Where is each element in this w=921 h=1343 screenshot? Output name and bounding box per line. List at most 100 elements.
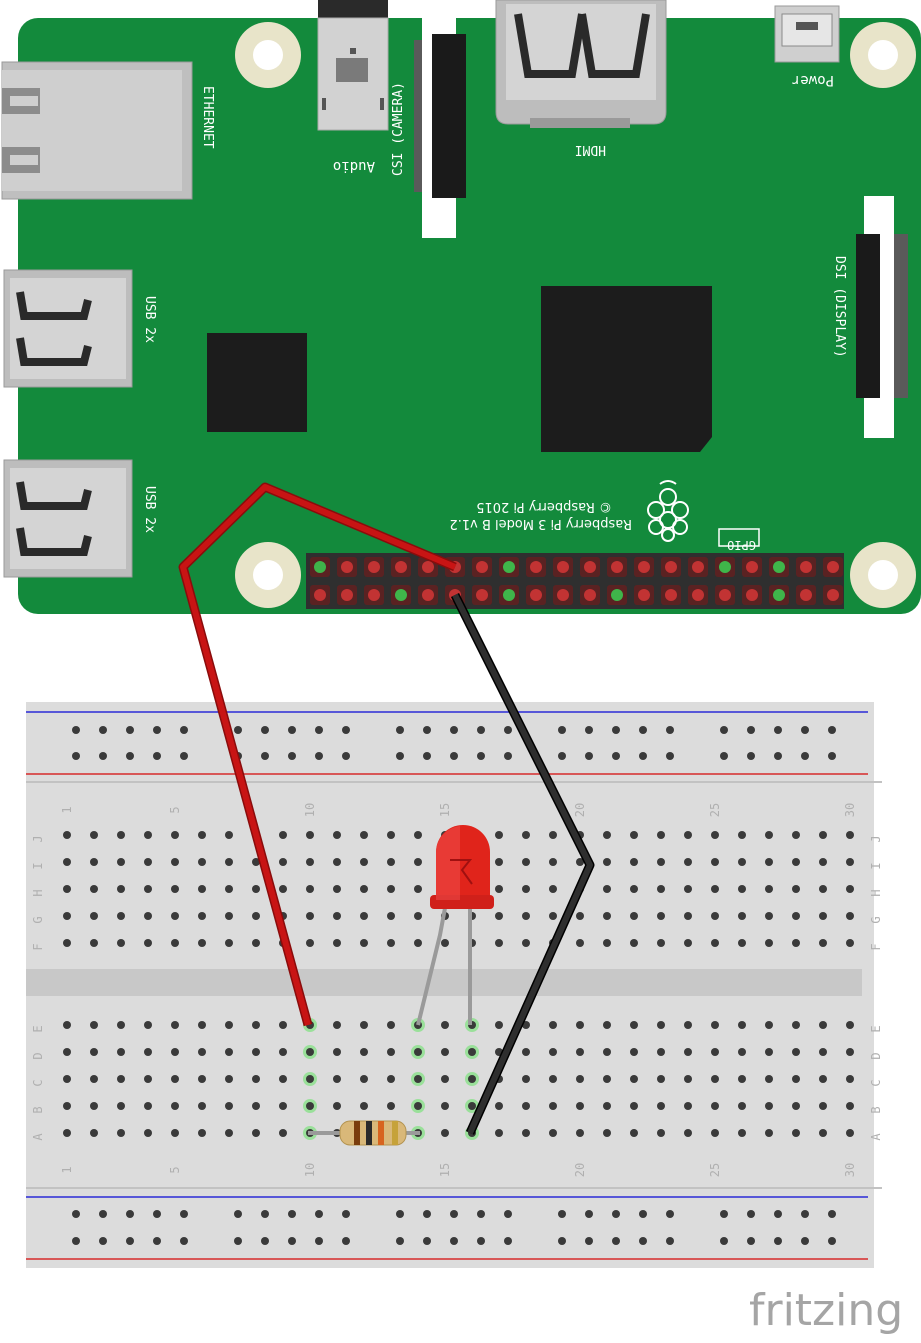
breadboard-hole: [414, 912, 422, 920]
breadboard-hole: [333, 1102, 341, 1110]
breadboard-hole: [477, 1237, 485, 1245]
breadboard-hole: [117, 1102, 125, 1110]
breadboard-hole: [126, 1237, 134, 1245]
breadboard-hole: [153, 726, 161, 734]
breadboard-hole: [738, 1102, 746, 1110]
breadboard-hole: [144, 939, 152, 947]
breadboard-hole: [252, 912, 260, 920]
breadboard-hole: [612, 726, 620, 734]
gpio-label-box: [718, 528, 760, 547]
breadboard-hole: [126, 752, 134, 760]
breadboard-hole: [315, 1210, 323, 1218]
breadboard-hole: [846, 885, 854, 893]
breadboard-hole: [792, 858, 800, 866]
breadboard-hole: [612, 752, 620, 760]
breadboard-hole: [63, 885, 71, 893]
breadboard-hole: [765, 1021, 773, 1029]
breadboard-hole: [522, 885, 530, 893]
breadboard-hole: [288, 726, 296, 734]
breadboard-hole: [846, 1048, 854, 1056]
breadboard-label: A: [869, 1133, 883, 1141]
breadboard-hole: [99, 1237, 107, 1245]
breadboard-label: F: [869, 943, 883, 950]
breadboard-hole: [846, 1129, 854, 1137]
gpio-pin-dot: [395, 589, 407, 601]
fritzing-logo: fritzing: [749, 1285, 903, 1336]
pcb: [18, 18, 921, 614]
breadboard-hole: [765, 1048, 773, 1056]
breadboard-hole: [450, 752, 458, 760]
breadboard-hole: [360, 858, 368, 866]
breadboard-hole: [90, 1048, 98, 1056]
breadboard-hole: [279, 858, 287, 866]
breadboard-hole: [495, 885, 503, 893]
breadboard-hole: [639, 1210, 647, 1218]
gpio-pin-dot: [584, 589, 596, 601]
breadboard-hole: [774, 752, 782, 760]
breadboard-hole: [765, 831, 773, 839]
gpio-pin-dot: [503, 589, 515, 601]
display-connector: [856, 196, 908, 438]
gpio-header: [306, 553, 844, 609]
gpio-pin-dot: [530, 561, 542, 573]
breadboard-hole: [846, 831, 854, 839]
breadboard-hole: [630, 1129, 638, 1137]
breadboard-label: 1: [60, 806, 74, 813]
breadboard-hole: [306, 1075, 314, 1083]
gpio-pin-dot: [665, 589, 677, 601]
breadboard-hole: [657, 912, 665, 920]
breadboard-hole: [342, 752, 350, 760]
breadboard-hole: [441, 1075, 449, 1083]
breadboard-hole: [63, 912, 71, 920]
breadboard-hole: [315, 1237, 323, 1245]
breadboard-hole: [819, 1048, 827, 1056]
breadboard-label: C: [869, 1079, 883, 1086]
breadboard-hole: [819, 1021, 827, 1029]
breadboard-hole: [603, 831, 611, 839]
breadboard-hole: [333, 885, 341, 893]
breadboard-hole: [225, 885, 233, 893]
breadboard-hole: [315, 726, 323, 734]
breadboard-hole: [828, 752, 836, 760]
breadboard-hole: [117, 831, 125, 839]
breadboard-hole: [684, 912, 692, 920]
gpio-pin-dot: [773, 561, 785, 573]
breadboard-hole: [576, 939, 584, 947]
breadboard-hole: [342, 726, 350, 734]
breadboard-hole: [279, 885, 287, 893]
breadboard-hole: [738, 1021, 746, 1029]
breadboard-hole: [792, 1075, 800, 1083]
breadboard-hole: [387, 858, 395, 866]
breadboard-hole: [792, 912, 800, 920]
breadboard-hole: [252, 1048, 260, 1056]
breadboard-hole: [144, 858, 152, 866]
breadboard-hole: [666, 1237, 674, 1245]
breadboard-hole: [414, 1075, 422, 1083]
breadboard-hole: [171, 939, 179, 947]
breadboard-hole: [144, 1048, 152, 1056]
breadboard-hole: [522, 939, 530, 947]
breadboard-hole: [711, 1021, 719, 1029]
breadboard-hole: [549, 831, 557, 839]
usb-label-bottom: USB 2x: [142, 486, 157, 533]
breadboard-hole: [495, 831, 503, 839]
breadboard-hole: [387, 912, 395, 920]
breadboard-hole: [585, 752, 593, 760]
breadboard-hole: [63, 1048, 71, 1056]
breadboard-hole: [576, 1021, 584, 1029]
gpio-pin-dot: [476, 561, 488, 573]
breadboard-hole: [414, 885, 422, 893]
breadboard-hole: [387, 885, 395, 893]
breadboard-hole: [387, 939, 395, 947]
breadboard-hole: [603, 858, 611, 866]
breadboard-hole: [549, 912, 557, 920]
ethernet-label: ETHERNET: [200, 86, 215, 149]
breadboard-label: 25: [708, 803, 722, 817]
gpio-pin-dot: [827, 589, 839, 601]
center-gap: [26, 969, 862, 996]
breadboard-hole: [549, 858, 557, 866]
breadboard-hole: [72, 1237, 80, 1245]
breadboard-hole: [747, 1210, 755, 1218]
breadboard-hole: [846, 858, 854, 866]
breadboard-hole: [63, 1102, 71, 1110]
